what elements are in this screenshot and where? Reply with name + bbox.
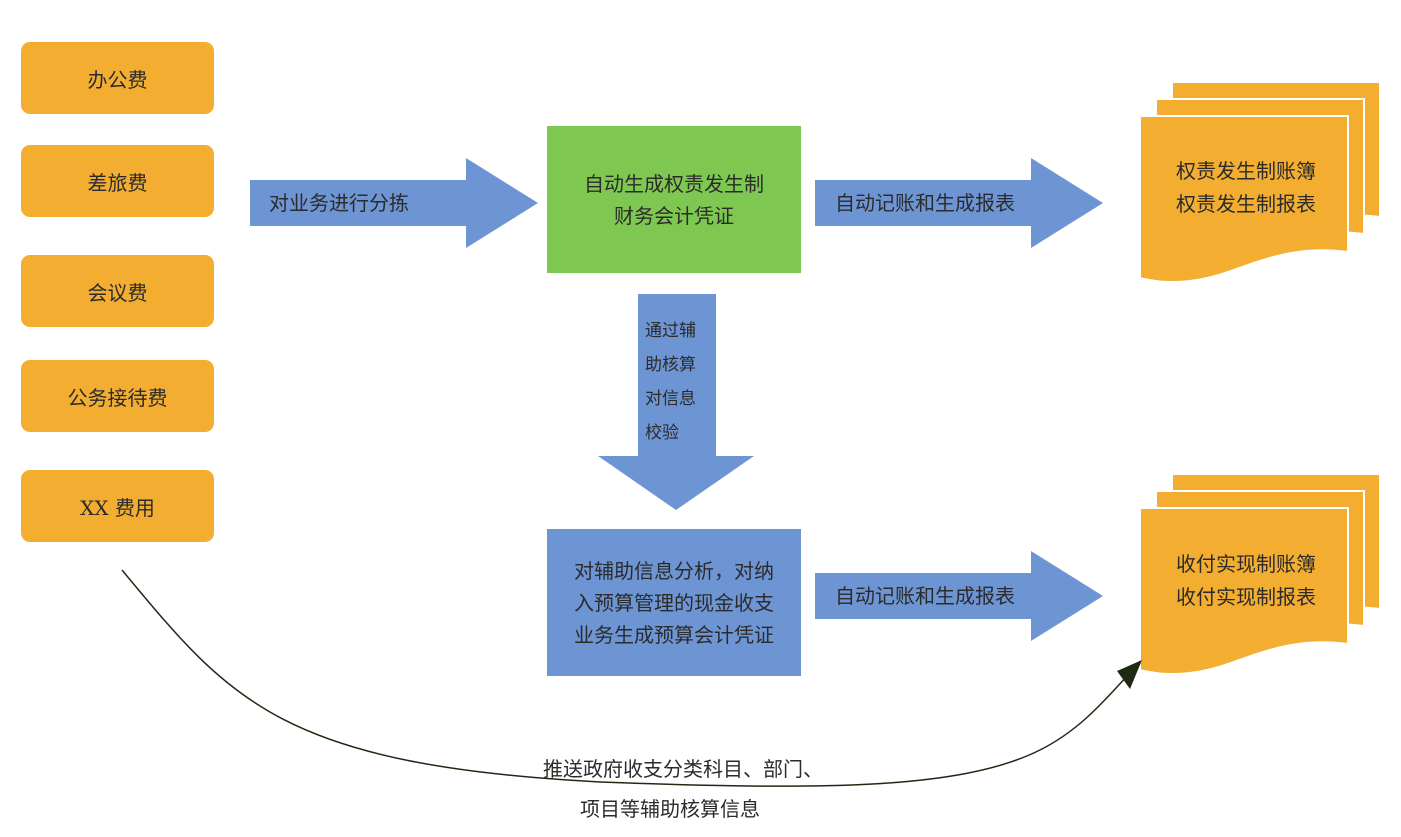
verify-label-line: 对信息 [645,389,696,409]
budget-voucher-box: 对辅助信息分析，对纳 入预算管理的现金收支 业务生成预算会计凭证 [547,529,801,676]
cash-documents-label: 收付实现制账簿 收付实现制报表 [1146,548,1346,614]
accrual-voucher-box: 自动生成权责发生制 财务会计凭证 [547,126,801,273]
cash-documents-icon [1139,473,1381,675]
verify-label-line: 助核算 [645,355,696,375]
cash-document-line: 收付实现制报表 [1176,585,1316,609]
sort-arrow [250,158,538,248]
accrual-documents-icon [1139,81,1381,283]
expense-item-label: 会议费 [87,280,148,305]
expense-item-label: 办公费 [87,67,148,92]
budget-voucher-line: 对辅助信息分析，对纳 [574,558,774,583]
post-accrual-arrow-label: 自动记账和生成报表 [835,191,1015,215]
accrual-document-line: 权责发生制报表 [1176,192,1316,216]
push-info-label-line1: 推送政府收支分类科目、部门、 [543,757,823,781]
verify-arrow-label: 通过辅 助核算 对信息 校验 [645,314,715,450]
accrual-voucher-line: 财务会计凭证 [614,203,734,228]
sort-arrow-label: 对业务进行分拣 [269,191,409,215]
accrual-document-line: 权责发生制账簿 [1176,159,1316,183]
expense-item-reception: 公务接待费 [21,360,214,432]
expense-item-label: 差旅费 [87,170,148,195]
expense-item-other: XX 费用 [21,470,214,542]
verify-arrow [598,294,754,510]
post-budget-arrow-label: 自动记账和生成报表 [835,584,1015,608]
budget-voucher-line: 业务生成预算会计凭证 [574,622,774,647]
budget-voucher-line: 入预算管理的现金收支 [574,590,774,615]
verify-label-line: 校验 [645,423,679,443]
cash-document-line: 收付实现制账簿 [1176,552,1316,576]
expense-item-office: 办公费 [21,42,214,114]
expense-item-meeting: 会议费 [21,255,214,327]
accrual-voucher-line: 自动生成权责发生制 [584,171,764,196]
push-info-curve [121,569,1129,787]
verify-label-line: 通过辅 [645,321,696,341]
expense-item-label: XX 费用 [80,495,155,520]
expense-item-travel: 差旅费 [21,145,214,217]
post-budget-arrow [815,551,1103,641]
expense-item-label: 公务接待费 [67,385,168,410]
post-accrual-arrow [815,158,1103,248]
push-info-arrowhead [1117,660,1142,689]
accrual-documents-label: 权责发生制账簿 权责发生制报表 [1146,155,1346,221]
push-info-label-line2: 项目等辅助核算信息 [580,797,760,821]
